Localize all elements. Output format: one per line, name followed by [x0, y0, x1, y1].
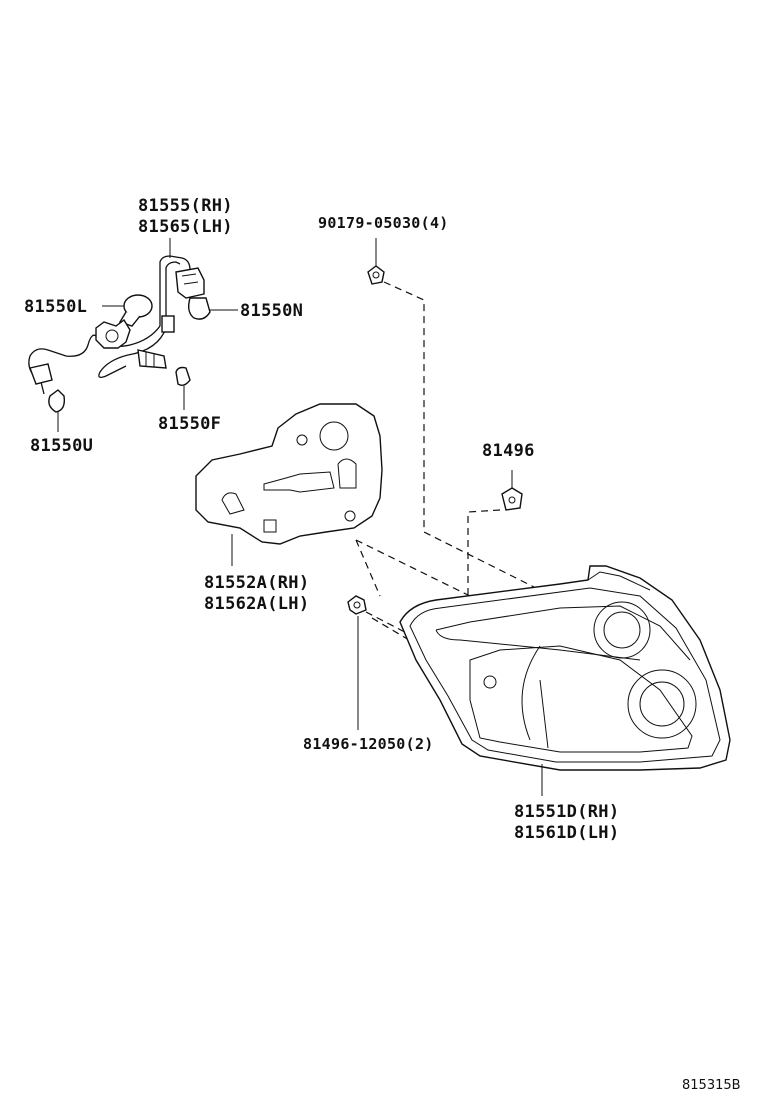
label-bulb-f: 81550F: [158, 414, 222, 434]
label-bulb-n: 81550N: [240, 301, 304, 321]
label-screw: 90179-05030(4): [318, 214, 449, 232]
screw-90179: [367, 265, 385, 285]
label-socket-rh: 81555(RH): [138, 196, 233, 216]
label-socket-lh: 81565(LH): [138, 217, 233, 237]
gasket-81552a: [195, 403, 383, 545]
label-clip: 81496: [482, 441, 535, 461]
label-gasket-lh: 81562A(LH): [204, 594, 310, 614]
socket-harness-assembly: [28, 255, 211, 413]
figure-reference: 815315B: [682, 1078, 741, 1093]
label-gasket-rh: 81552A(RH): [204, 573, 310, 593]
label-bulb-l: 81550L: [24, 297, 88, 317]
label-bulb-u: 81550U: [30, 436, 94, 456]
clip-81496: [501, 487, 523, 511]
label-screw2: 81496-12050(2): [303, 735, 434, 753]
screw-81496-12050: [347, 595, 367, 615]
lens-81551d: [399, 565, 731, 771]
label-lens-rh: 81551D(RH): [514, 802, 620, 822]
label-lens-lh: 81561D(LH): [514, 823, 620, 843]
